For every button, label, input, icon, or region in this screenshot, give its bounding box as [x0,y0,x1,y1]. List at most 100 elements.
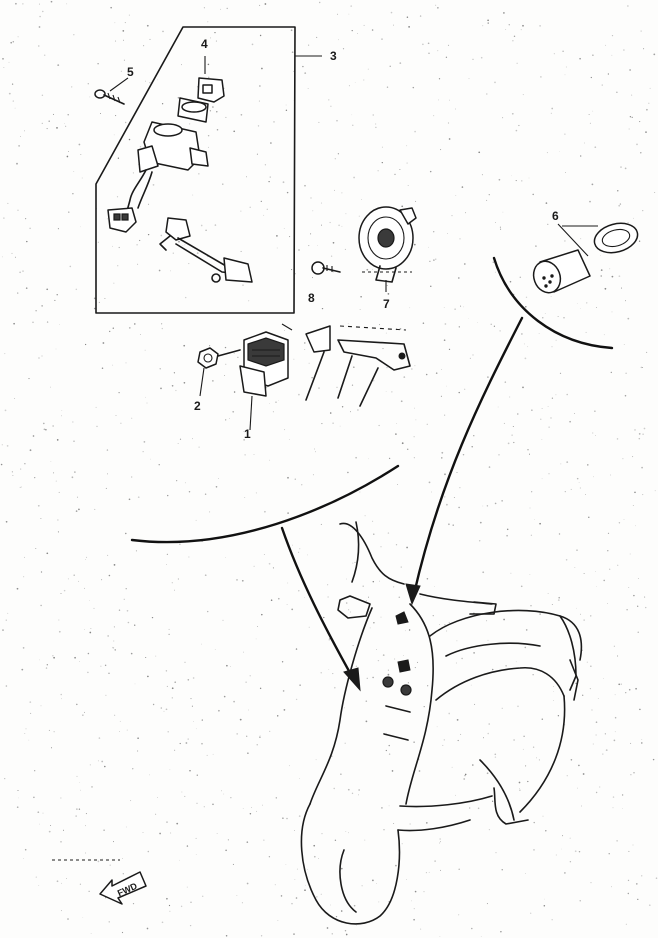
speckle-dot [72,421,74,423]
speckle-dot [14,256,16,258]
speckle-dot [269,176,271,178]
speckle-dot [330,904,331,906]
speckle-dot [226,7,228,10]
speckle-dot [432,615,434,617]
speckle-dot [409,307,411,309]
speckle-dot [24,848,27,851]
speckle-dot [375,123,377,125]
speckle-dot [463,306,465,308]
horn-part[interactable] [358,206,417,292]
speckle-dot [576,549,578,551]
speckle-dot [165,708,168,711]
speckle-dot [176,822,179,825]
speckle-dot [299,548,301,550]
speckle-dot [399,169,401,171]
speckle-dot [100,665,102,667]
speckle-dot [583,573,585,575]
speckle-dot [314,448,315,450]
speckle-dot [499,330,501,332]
speckle-dot [311,377,313,379]
speckle-dot [539,522,541,525]
speckle-dot [14,107,16,109]
speckle-dot [52,655,54,657]
speckle-dot [464,773,467,776]
speckle-dot [361,198,362,200]
speckle-dot [337,153,340,155]
speckle-dot [40,705,42,707]
speckle-dot [240,250,242,252]
speckle-dot [406,546,408,549]
speckle-dot [79,781,81,783]
speckle-dot [352,124,354,127]
speckle-dot [161,327,163,330]
speckle-dot [372,879,374,882]
speckle-dot [328,99,330,101]
speckle-dot [17,209,19,211]
speckle-dot [638,433,641,435]
speckle-dot [378,901,380,903]
speckle-dot [184,244,186,246]
speckle-dot [375,883,377,884]
speckle-dot [425,373,428,376]
speckle-dot [114,40,117,42]
speckle-dot [642,433,644,435]
speckle-dot [456,640,458,642]
speckle-dot [4,778,6,780]
screw-part[interactable] [94,77,129,105]
speckle-dot [268,180,270,183]
speckle-dot [334,839,337,841]
speckle-dot [541,408,543,409]
speckle-dot [341,192,343,194]
speckle-dot [155,655,157,657]
speckle-dot [411,368,413,370]
main-switch-part[interactable] [107,56,225,233]
speckle-dot [207,610,209,613]
speckle-dot [415,419,417,421]
speckle-dot [84,587,86,589]
speckle-dot [570,759,573,761]
speckle-dot [71,86,73,88]
speckle-dot [304,342,306,344]
speckle-dot [535,245,537,247]
speckle-dot [101,760,104,763]
speckle-dot [593,476,594,478]
indicator-meter-part[interactable] [529,219,641,297]
speckle-dot [19,486,21,488]
speckle-dot [635,883,638,885]
speckle-dot [78,509,80,510]
speckle-dot [108,574,111,577]
speckle-dot [345,602,348,604]
speckle-dot [52,113,55,115]
callout-6: 6 [552,209,559,223]
speckle-dot [519,789,521,791]
speckle-dot [488,794,490,796]
rectifier-regulator-part[interactable] [239,323,293,431]
speckle-dot [506,534,508,537]
speckle-dot [286,604,288,605]
speckle-dot [655,877,658,879]
horn-screw-part[interactable] [311,261,341,275]
speckle-dot [551,107,554,110]
speckle-dot [321,307,324,310]
speckle-dot [195,854,197,855]
speckle-dot [332,271,334,273]
speckle-dot [143,45,145,47]
speckle-dot [128,327,131,329]
speckle-dot [186,845,189,847]
seat-lock-lever-part[interactable] [159,217,253,283]
speckle-dot [583,619,585,621]
speckle-dot [425,872,427,874]
rectifier-bolt-part[interactable] [197,347,241,397]
speckle-dot [318,121,320,123]
horn-bracket-part[interactable] [305,325,411,407]
speckle-dot [225,116,227,118]
speckle-dot [611,886,612,888]
speckle-dot [305,884,306,886]
speckle-dot [407,184,409,187]
speckle-dot [349,411,351,413]
speckle-dot [513,441,515,444]
speckle-dot [53,731,55,733]
speckle-dot [382,348,384,350]
speckle-dot [610,474,612,476]
speckle-dot [624,394,627,397]
